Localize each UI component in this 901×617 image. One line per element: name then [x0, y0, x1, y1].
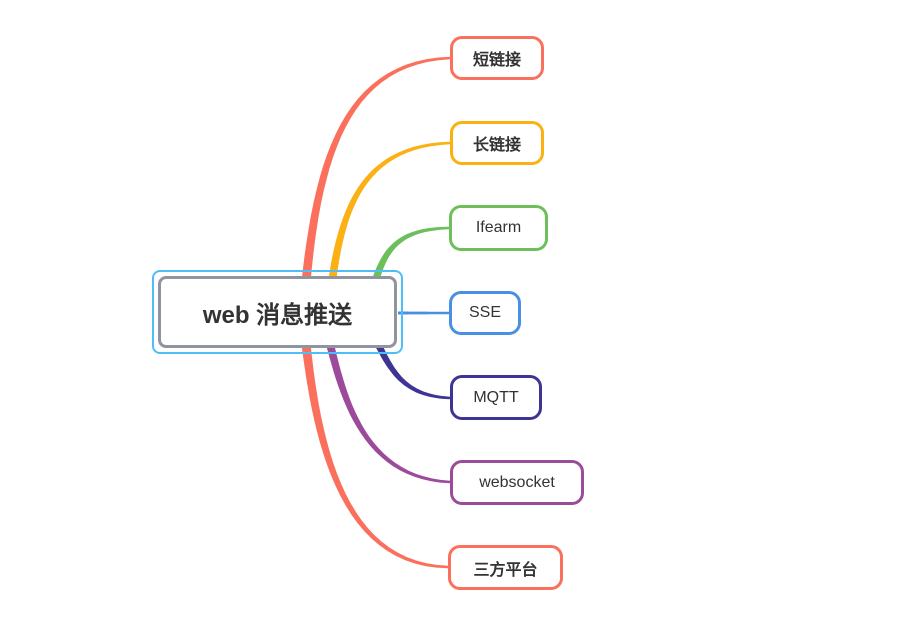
- branch-long-link: [328, 141, 450, 283]
- branch-sse: [398, 311, 449, 315]
- node-lfearm[interactable]: Ifearm: [449, 205, 548, 251]
- node-short-link-label: 短链接: [472, 52, 521, 69]
- node-long-link-label: 长链接: [472, 137, 521, 154]
- node-short-link[interactable]: 短链接: [450, 36, 544, 80]
- branch-mqtt: [374, 342, 451, 400]
- node-mqtt[interactable]: MQTT: [450, 375, 542, 420]
- root-node-selection-frame: web 消息推送: [152, 270, 403, 354]
- node-websocket-label: websocket: [479, 473, 555, 491]
- node-long-link[interactable]: 长链接: [450, 121, 544, 165]
- branch-third-party: [301, 343, 448, 569]
- root-node[interactable]: web 消息推送: [158, 276, 397, 348]
- branch-websocket: [326, 343, 451, 484]
- root-node-label: web 消息推送: [202, 301, 353, 329]
- node-mqtt-label: MQTT: [473, 388, 519, 406]
- node-sse-label: SSE: [468, 304, 501, 321]
- node-third-party-label: 三方平台: [473, 561, 538, 579]
- node-third-party[interactable]: 三方平台: [448, 545, 563, 590]
- node-websocket[interactable]: websocket: [450, 460, 584, 505]
- node-lfearm-label: Ifearm: [475, 219, 522, 236]
- node-sse[interactable]: SSE: [449, 291, 521, 335]
